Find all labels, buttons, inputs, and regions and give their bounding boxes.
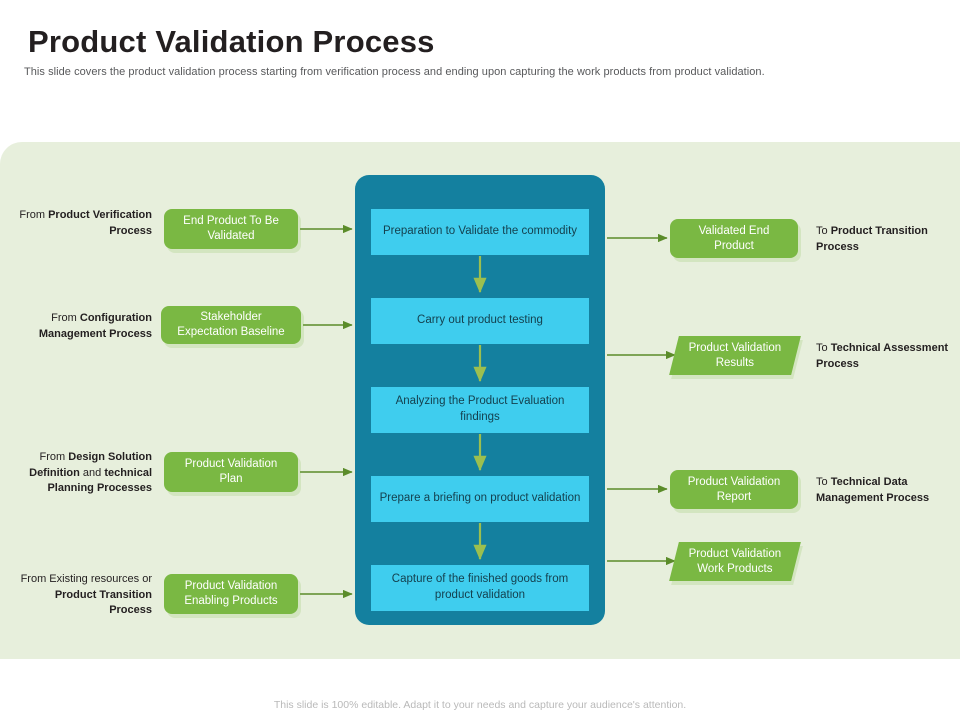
input-source-4-bold: Product Transition Process	[54, 588, 152, 617]
output-target-2-bold: Technical Assessment Process	[816, 342, 949, 370]
input-source-label-2: From Configuration Management Process	[18, 311, 152, 342]
output-box-2-label: Product Validation Results	[688, 341, 782, 369]
input-box-end-product-to-be-validated[interactable]: End Product To Be Validated	[164, 209, 298, 249]
input-source-label-3: From Design Solution Definition and tech…	[18, 450, 152, 497]
process-step-5[interactable]: Capture of the finished goods from produ…	[371, 565, 589, 611]
output-box-product-validation-report[interactable]: Product Validation Report	[670, 470, 798, 509]
input-source-3-bold2: technical Planning Processes	[47, 466, 152, 495]
input-source-2-bold: Configuration Management Process	[38, 312, 152, 340]
input-source-2-prefix: From	[51, 312, 80, 324]
input-box-1-label: End Product To Be Validated	[183, 215, 279, 242]
input-source-4-prefix: From Existing resources or	[20, 573, 152, 585]
process-step-4-label: Prepare a briefing on product validation	[379, 492, 581, 505]
input-source-3-mid: and	[79, 466, 105, 479]
output-target-label-2: To Technical Assessment Process	[816, 341, 958, 372]
input-source-label-4: From Existing resources or Product Trans…	[18, 572, 152, 619]
process-step-4[interactable]: Prepare a briefing on product validation	[371, 476, 589, 522]
output-box-4-label: Product Validation Work Products	[688, 547, 782, 575]
page-title: Product Validation Process	[28, 24, 435, 59]
output-box-1-label: Validated End Product	[698, 224, 770, 252]
input-box-4-label: Product Validation Enabling Products	[184, 580, 278, 607]
process-step-1-label: Preparation to Validate the commodity	[382, 225, 578, 238]
output-target-3-prefix: To	[816, 476, 831, 488]
output-box-3-label: Product Validation Report	[687, 475, 781, 503]
footer-note: This slide is 100% editable. Adapt it to…	[273, 699, 687, 711]
output-target-1-prefix: To	[816, 225, 831, 237]
input-box-2-label: Stakeholder Expectation Baseline	[177, 311, 285, 338]
page-subtitle: This slide covers the product validation…	[24, 66, 765, 78]
input-source-1-prefix: From	[19, 209, 49, 221]
input-box-product-validation-plan[interactable]: Product Validation Plan	[164, 452, 298, 492]
process-step-3-label: Analyzing the Product Evaluation finding…	[395, 395, 565, 423]
input-source-3-bold: Design Solution Definition	[29, 451, 152, 479]
output-target-1-bold: Product Transition Process	[816, 225, 928, 253]
output-target-label-3: To Technical Data Management Process	[816, 475, 958, 506]
output-box-product-validation-results[interactable]: Product Validation Results	[669, 336, 801, 375]
input-box-stakeholder-expectation-baseline[interactable]: Stakeholder Expectation Baseline	[161, 306, 301, 344]
process-step-1[interactable]: Preparation to Validate the commodity	[371, 209, 589, 255]
input-box-product-validation-enabling-products[interactable]: Product Validation Enabling Products	[164, 574, 298, 614]
input-source-1-bold: Product Verification Process	[48, 209, 152, 237]
input-box-3-label: Product Validation Plan	[184, 458, 278, 485]
output-target-3-bold: Technical Data Management Process	[816, 476, 930, 504]
output-target-label-1: To Product Transition Process	[816, 224, 956, 255]
input-source-3-prefix: From	[39, 451, 69, 463]
process-step-3[interactable]: Analyzing the Product Evaluation finding…	[371, 387, 589, 433]
input-source-label-1: From Product Verification Process	[18, 208, 152, 239]
output-box-product-validation-work-products[interactable]: Product Validation Work Products	[669, 542, 801, 581]
output-box-validated-end-product[interactable]: Validated End Product	[670, 219, 798, 258]
process-step-5-label: Capture of the finished goods from produ…	[391, 573, 569, 601]
process-step-2[interactable]: Carry out product testing	[371, 298, 589, 344]
output-target-2-prefix: To	[816, 342, 831, 354]
process-step-2-label: Carry out product testing	[417, 314, 543, 327]
